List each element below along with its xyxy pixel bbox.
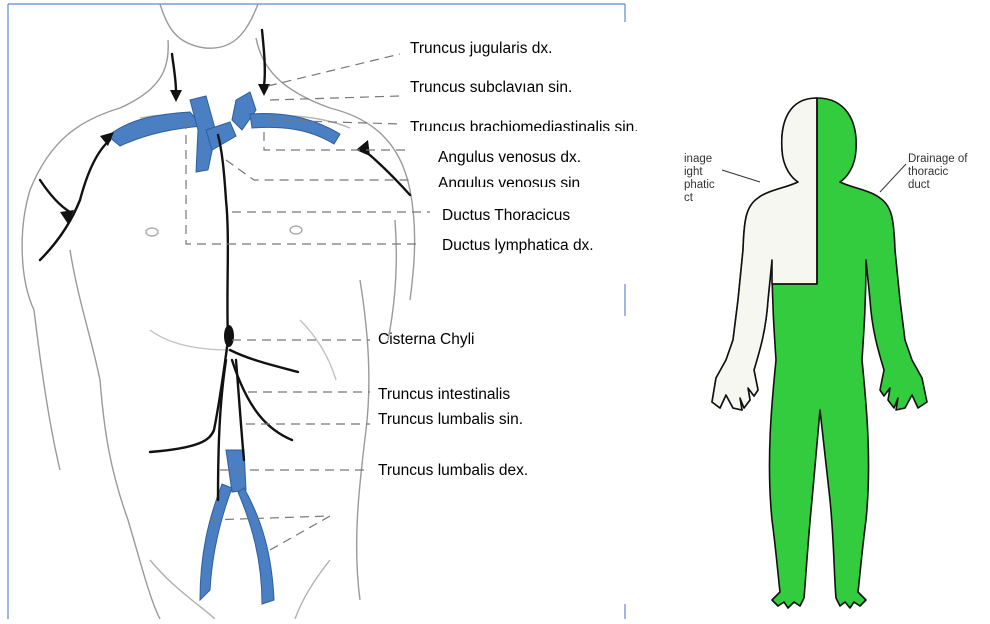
lymph-ducts [40,30,410,500]
right-label-line: thoracic [908,166,967,179]
label-truncus-brachiomediastinalis-sin: Truncus brachiomediastinalis sin. [410,119,639,131]
label-ductus-thoracicus: Ductus Thoracicus [442,207,570,225]
right-body-figure [712,98,927,608]
label-cisterna-chyli: Cisterna Chyli [378,331,474,349]
label-angulus-venosus-sin: Angulus venosus sin [438,175,580,187]
label-thoracic-duct-drainage: Drainage of thoracic duct [908,153,967,192]
left-label-line: phatic [684,179,715,192]
label-angulus-venosus-dx: Angulus venosus dx. [438,149,581,167]
lumbar-veins [200,450,274,604]
label-ductus-lymphatica-dx: Ductus lymphatica dx. [442,237,594,255]
label-truncus-intestinalis: Truncus intestinalis [378,386,510,404]
right-label-line: duct [908,179,967,192]
left-label-line: ight [684,166,715,179]
cisterna-chyli-mark [224,325,234,347]
venous-angles [108,92,340,172]
label-truncus-subclavian-sin: Truncus subclavıan sin. [410,79,572,97]
label-right-lymphatic-drainage: inage ight phatic ct [684,153,715,205]
label-truncus-lumbalis-dex: Truncus lumbalis dex. [378,462,528,480]
left-label-line: ct [684,192,715,205]
left-label-line: inage [684,153,715,166]
label-truncus-lumbalis-sin: Truncus lumbalis sin. [378,411,523,429]
right-label-line: Drainage of [908,153,967,166]
label-truncus-jugularis-dx: Truncus jugularis dx. [410,40,552,58]
